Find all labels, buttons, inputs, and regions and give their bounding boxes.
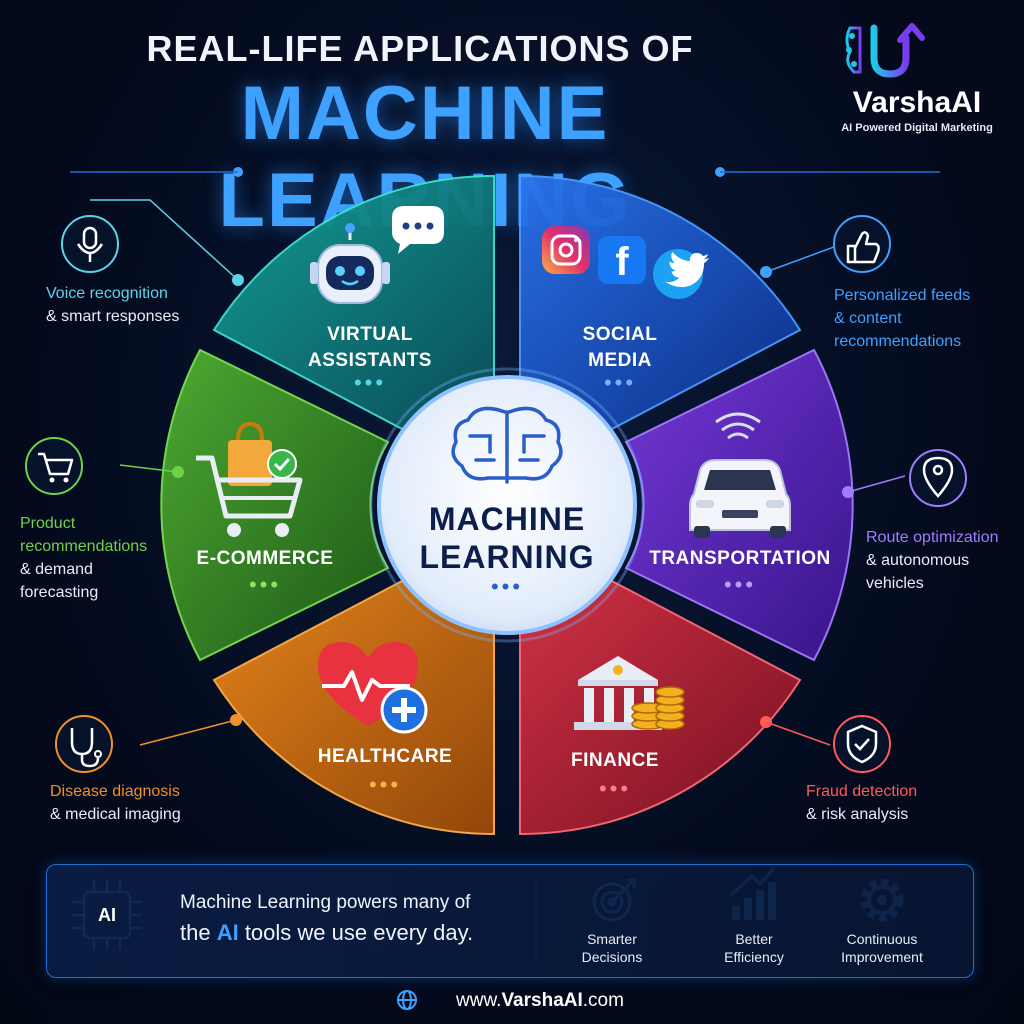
title-line-1: REAL-LIFE APPLICATIONS OF [146, 28, 694, 69]
location-pin-icon [909, 449, 967, 507]
annotation-voice: Voice recognition & smart responses [46, 282, 246, 328]
feature-continuous-improvement: Continuous Improvement [812, 930, 952, 966]
ai-chip-label: AI [98, 905, 116, 925]
website-suffix: .com [582, 990, 624, 1011]
dots-social-media: ••• [603, 370, 637, 395]
label-virtual-assistants-line2: ASSISTANTS [308, 350, 432, 371]
stethoscope-icon [55, 715, 113, 773]
thumbs-up-icon [833, 215, 891, 273]
label-virtual-assistants: VIRTUAL ASSISTANTS [300, 322, 440, 374]
annotation-disease-rest: & medical imaging [50, 806, 181, 823]
annotation-route-line2: & autonomous [866, 552, 970, 569]
annotation-product-line4: forecasting [20, 584, 99, 601]
dots-finance: ••• [598, 776, 632, 801]
bottom-summary-panel [46, 864, 974, 978]
facebook-icon [598, 236, 646, 284]
label-transportation: TRANSPORTATION [649, 548, 831, 569]
label-social-media-line1: SOCIAL [582, 324, 658, 345]
robot-icon [310, 223, 390, 304]
label-virtual-assistants-line1: VIRTUAL [327, 324, 413, 345]
shopping-cart-icon [196, 421, 303, 537]
brain-icon [451, 406, 563, 484]
brand-name: VarshaAI [852, 86, 982, 119]
dots-virtual-assistants: ••• [353, 370, 387, 395]
center-circle [377, 375, 637, 635]
annotation-route: Route optimization & autonomous vehicles [866, 526, 1022, 595]
feature-2-line1: Better [735, 931, 773, 947]
bottom-message-pre: the [180, 920, 217, 945]
bottom-message-ai: AI [216, 920, 239, 945]
dots-transportation: ••• [723, 572, 757, 597]
website-name: VarshaAI [501, 990, 583, 1011]
bottom-message-line1: Machine Learning powers many of [180, 892, 471, 913]
instagram-icon [542, 226, 590, 274]
label-finance: FINANCE [571, 750, 659, 771]
globe-icon [397, 990, 417, 1010]
segment-ecommerce [160, 348, 390, 662]
center-label-line2: LEARNING [419, 539, 595, 575]
label-healthcare: HEALTHCARE [317, 746, 453, 767]
bottom-message: Machine Learning powers many of the AI t… [180, 888, 520, 948]
facebook-letter: f [615, 240, 629, 284]
annotation-product-line1: Product [20, 515, 76, 532]
microphone-icon [61, 215, 119, 273]
feature-3-line1: Continuous [846, 931, 918, 947]
feature-1-line2: Decisions [581, 949, 643, 965]
annotation-route-highlight: Route optimization [866, 529, 999, 546]
connected-car-icon [689, 412, 791, 538]
dots-center: ••• [490, 574, 524, 599]
bottom-message-post: tools we use every day. [238, 920, 474, 945]
heart-pulse-icon [318, 642, 428, 734]
annotation-fraud-highlight: Fraud detection [806, 783, 918, 800]
annotation-fraud: Fraud detection & risk analysis [806, 780, 1006, 826]
annotation-social-line3: recommendations [834, 333, 962, 350]
feature-better-efficiency: Better Efficiency [684, 930, 824, 966]
annotation-fraud-rest: & risk analysis [806, 806, 909, 823]
center-label: MACHINE LEARNING [397, 500, 617, 576]
label-ecommerce: E-COMMERCE [196, 548, 334, 569]
feature-1-line1: Smarter [587, 931, 637, 947]
label-social-media-line2: MEDIA [588, 350, 652, 371]
annotation-social-line2: & content [834, 310, 902, 327]
website-link[interactable]: www.VarshaAI.com [380, 990, 660, 1012]
annotation-social: Personalized feeds & content recommendat… [834, 284, 1014, 353]
bottom-message-line2: the AI tools we use every day. [180, 918, 520, 948]
feature-2-line2: Efficiency [724, 949, 784, 965]
annotation-route-line3: vehicles [866, 575, 924, 592]
annotation-voice-highlight: Voice recognition [46, 285, 168, 302]
twitter-icon [653, 249, 710, 299]
annotation-disease: Disease diagnosis & medical imaging [50, 780, 250, 826]
chat-bubble-icon [392, 206, 444, 254]
bank-coins-icon [574, 656, 685, 730]
connector-lines [70, 167, 940, 746]
annotation-product: Product recommendations & demand forecas… [20, 512, 180, 604]
annotation-social-line1: Personalized feeds [834, 287, 971, 304]
annotation-product-line2: recommendations [20, 538, 148, 555]
feature-3-line2: Improvement [841, 949, 923, 965]
brand-tagline: AI Powered Digital Marketing [841, 122, 993, 134]
dots-healthcare: ••• [368, 772, 402, 797]
center-label-line1: MACHINE [428, 501, 586, 537]
dots-ecommerce: ••• [248, 572, 282, 597]
annotation-product-line3: & demand [20, 561, 93, 578]
annotation-disease-highlight: Disease diagnosis [50, 783, 180, 800]
label-social-media: SOCIAL MEDIA [555, 322, 685, 374]
cart-icon-small [25, 437, 83, 495]
brand-logo-icon [845, 23, 925, 78]
feature-smarter-decisions: Smarter Decisions [542, 930, 682, 966]
shield-check-icon [833, 715, 891, 773]
annotation-voice-rest: & smart responses [46, 308, 180, 325]
website-prefix: www. [456, 990, 502, 1011]
